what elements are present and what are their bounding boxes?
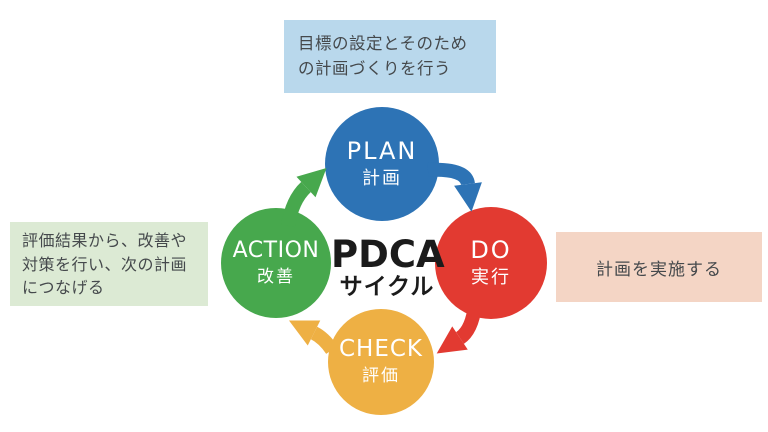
check-label: CHECK — [338, 336, 424, 363]
center-title-block: PDCA サイクル — [331, 233, 445, 301]
circle-action: ACTION 改善 — [221, 208, 331, 318]
circle-check: CHECK 評価 — [328, 309, 434, 415]
check-sublabel: 評価 — [362, 366, 400, 387]
action-label: ACTION — [232, 237, 320, 263]
note-action: 評価結果から、改善や 対策を行い、次の計画 につなげる — [10, 222, 208, 306]
center-title: PDCA — [331, 233, 445, 276]
circle-plan: PLAN 計画 — [325, 107, 439, 221]
plan-sublabel: 計画 — [362, 168, 402, 190]
action-sublabel: 改善 — [257, 266, 295, 287]
note-plan: 目標の設定とそのため の計画づくりを行う — [284, 20, 496, 93]
circle-do: DO 実行 — [435, 207, 547, 319]
plan-label: PLAN — [346, 137, 418, 165]
center-subtitle: サイクル — [339, 274, 435, 300]
do-sublabel: 実行 — [471, 267, 511, 289]
note-do: 計画を実施する — [556, 232, 762, 302]
do-label: DO — [470, 236, 512, 264]
